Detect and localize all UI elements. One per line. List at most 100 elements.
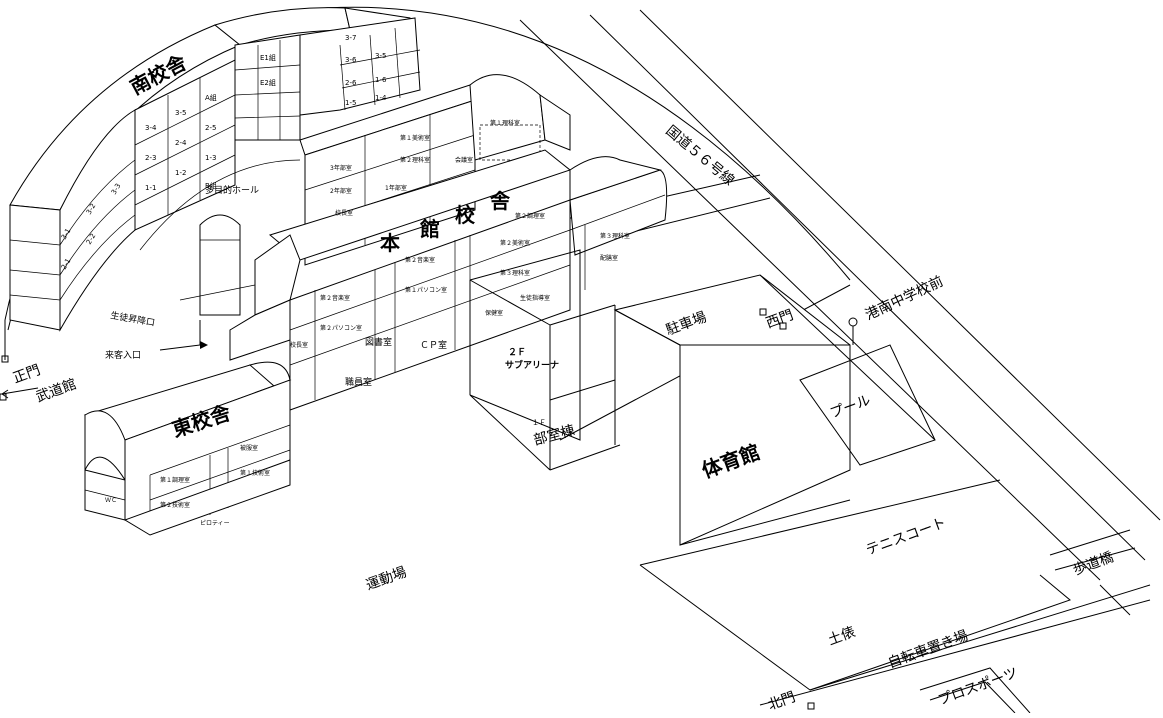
class-label: 3-5 — [175, 109, 186, 117]
main-title-char: 校 — [455, 203, 476, 227]
room-label: 第３理科室 — [600, 232, 630, 240]
class-label: 3-4 — [145, 124, 157, 132]
floor-line-1 — [9, 159, 136, 246]
tennis-court-label: テニスコート — [864, 515, 948, 559]
east-building: 東校舎 第１調理室 第２技術室 被服室 第１技術室 ＷＣ ピロティー — [83, 361, 292, 536]
route-line-2 — [519, 19, 1101, 581]
room-label: 保健室 — [485, 309, 503, 317]
pool-guide — [759, 274, 936, 441]
sub-arena-floor-label: ２Ｆ — [508, 347, 526, 358]
bus-stop-marker — [848, 317, 858, 327]
room-label: ＷＣ — [105, 497, 117, 504]
main-building: 本 館 校 舎 3年部室 2年部室 1年部室 校長室 第１美術室 第２理科室 会… — [229, 74, 668, 411]
cp-room-label: ＣＰ室 — [420, 339, 447, 351]
site-outline-lower — [639, 564, 1072, 691]
upper-floor-1 — [304, 134, 476, 191]
room-label: 第２調理室 — [515, 212, 545, 220]
west-gate-marker-1 — [759, 308, 767, 316]
class-label: 2-6 — [345, 79, 357, 87]
main-gate-marker — [1, 355, 9, 363]
main-floor-2 — [289, 264, 571, 366]
east-ext-floor — [569, 194, 666, 231]
site-line-d — [809, 584, 1151, 691]
north-gate-label: 北門 — [766, 689, 798, 713]
sports-ground-label: 運動場 — [364, 564, 409, 593]
room-label: 第１技術室 — [240, 469, 270, 477]
club-base-2 — [549, 444, 621, 471]
visitor-arrow-line — [159, 344, 201, 351]
main-east-roof — [569, 156, 662, 201]
mound-label: 土俵 — [826, 624, 858, 649]
room-label: 被服室 — [240, 444, 258, 452]
gym-body — [613, 274, 851, 546]
ne-floor-1 — [339, 49, 421, 66]
room-label: 3年部室 — [330, 164, 352, 172]
main-title-char: 館 — [420, 217, 440, 241]
class-label: 2-3 — [145, 154, 156, 162]
main-room-labels: 第２音楽室 第２パソコン室 第２音楽室 第１パソコン室 第２美術室 第３理科室 … — [290, 232, 630, 349]
south-north-block — [234, 34, 301, 141]
class-label: A組 — [205, 93, 217, 102]
class-label: 3-5 — [375, 52, 386, 60]
site-line-c — [679, 499, 851, 546]
class-label: 2-4 — [175, 139, 187, 147]
room-label: ピロティー — [200, 520, 230, 527]
budokan-marker — [0, 393, 7, 401]
ne-div-2 — [369, 34, 376, 106]
room-label: 第１美術室 — [400, 134, 430, 142]
visitor-arrowhead — [200, 341, 208, 349]
club-floor — [549, 379, 616, 401]
room-label: 配膳室 — [600, 254, 618, 262]
east-floor-1 — [149, 424, 291, 476]
room-label: 第３理科室 — [500, 269, 530, 277]
main-title-char: 本 — [380, 231, 400, 255]
main-title-char: 舎 — [490, 189, 511, 213]
route-line-1 — [589, 14, 1146, 561]
class-label: 1-5 — [345, 99, 356, 107]
club-base-1 — [469, 394, 551, 471]
room-label: 第２美術室 — [500, 239, 530, 247]
staff-room-label: 職員室 — [345, 376, 372, 388]
room-label: 1年部室 — [385, 184, 407, 192]
class-label: 1-3 — [205, 154, 216, 162]
gym-roof-edge — [614, 309, 681, 346]
class-label: 3-7 — [345, 34, 356, 42]
room-label: 第２音楽室 — [320, 294, 350, 302]
ne-floor-2 — [341, 71, 421, 89]
room-label: 第２理科室 — [400, 156, 430, 164]
site-line-b — [639, 479, 1001, 566]
north-floor-1 — [234, 64, 301, 71]
east-end-floor — [84, 489, 126, 501]
room-label: 2年部室 — [330, 187, 352, 195]
budokan-arrow — [1, 387, 39, 395]
room-label: 第２技術室 — [160, 501, 190, 509]
visitor-entrance-marker: 来客入口 — [105, 320, 208, 361]
ne-wing — [469, 74, 546, 161]
ne-div-1 — [339, 44, 346, 111]
class-label: E2組 — [260, 78, 276, 87]
gymnasium: 体育館 駐車場 — [613, 274, 851, 546]
ne-wing-side — [539, 93, 571, 151]
footbridge-line-2 — [1054, 547, 1136, 571]
student-entrance-label: 生徒昇降口 — [109, 309, 155, 329]
upper-room-labels: 3年部室 2年部室 1年部室 校長室 第１美術室 第２理科室 会議室 第１理科室… — [330, 119, 545, 220]
north-gate-marker — [807, 702, 815, 710]
footbridge-line-3 — [1099, 584, 1131, 616]
mid-floor-2 — [134, 124, 236, 176]
south-mid-face — [134, 59, 236, 231]
bicycle-parking-label: 自転車置き場 — [886, 627, 971, 672]
south-west-end — [9, 204, 61, 331]
south-class-labels: 3-1 3-2 3-3 3-4 3-5 2-1 2-2 2-3 2-4 2-5 … — [60, 34, 387, 271]
class-label: 3-6 — [345, 56, 357, 64]
east-pilotis — [123, 459, 291, 536]
main-floor-1 — [289, 229, 571, 331]
pro-sports-box-inner — [929, 681, 1016, 714]
north-floor-2 — [234, 91, 301, 96]
room-label: 会議室 — [455, 156, 473, 164]
multipurpose-hall-label: 多目的ホール — [205, 184, 259, 196]
site-line-e — [759, 599, 1151, 706]
route-line-3 — [639, 9, 1161, 521]
class-label: E1組 — [260, 53, 276, 62]
ne-div-3 — [394, 27, 401, 99]
